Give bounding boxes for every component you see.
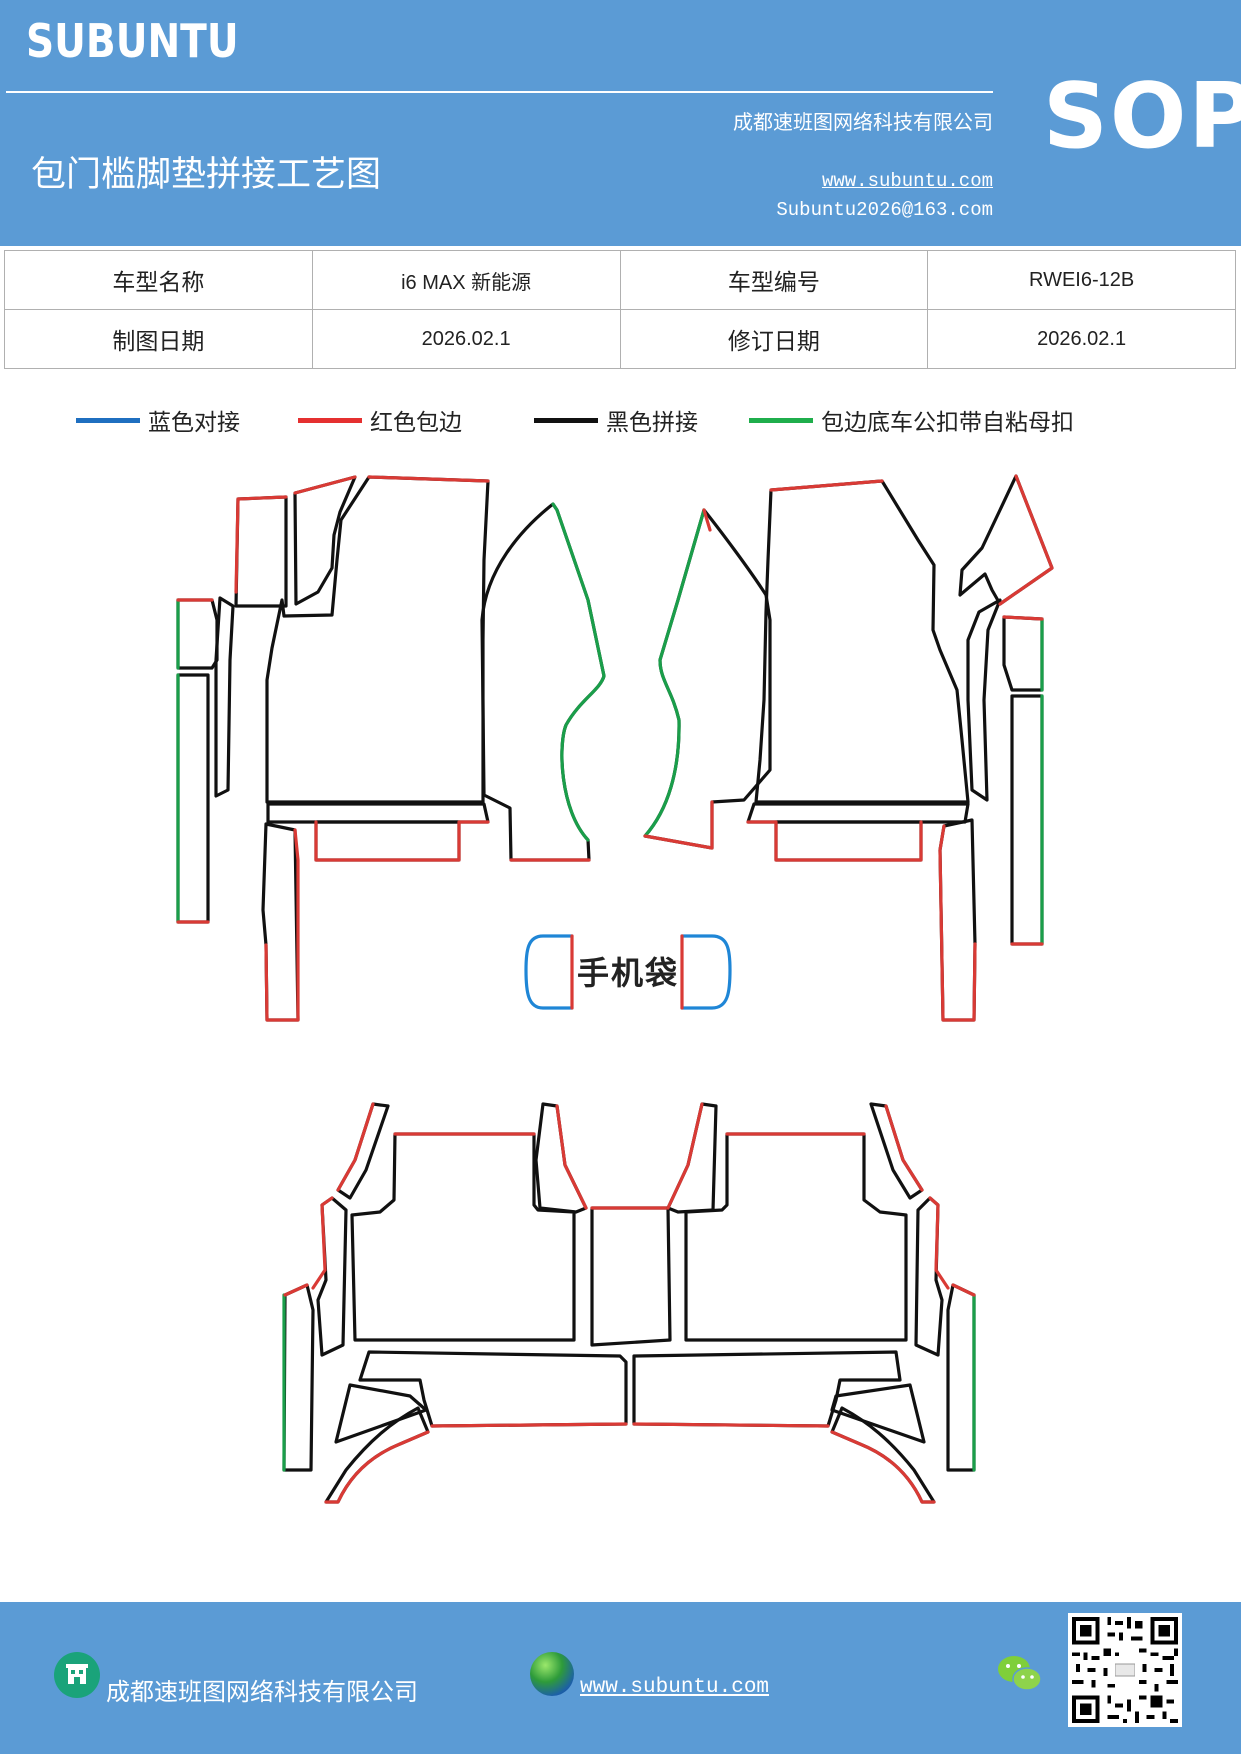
front-left-lower-step — [314, 820, 490, 862]
qr-code — [1068, 1613, 1182, 1727]
front-right-lower-strip — [938, 818, 977, 1022]
front-right-lower-step — [746, 820, 923, 862]
rear-right-side-strip — [946, 1283, 976, 1472]
rear-right-sill — [632, 1350, 902, 1428]
rear-left-wedge-upper — [334, 1383, 428, 1444]
front-left-lower-strip — [261, 822, 300, 1022]
model-name-label: 车型名称 — [4, 250, 313, 310]
legend-swatch-blue — [76, 417, 140, 423]
wechat-icon[interactable] — [996, 1652, 1044, 1696]
legend-label: 蓝色对接 — [148, 410, 240, 436]
rear-left-side-block — [311, 1196, 348, 1357]
page-title: 包门槛脚垫拼接工艺图 — [31, 155, 382, 195]
front-left-side-strip-upper — [176, 598, 219, 670]
table-row: 车型名称 i6 MAX 新能源 车型编号 RWEI6-12B — [4, 250, 1236, 310]
rear-right-wedge-lower — [830, 1406, 936, 1504]
front-left-main-mat — [265, 475, 490, 804]
front-right-side-strip-long — [1010, 694, 1044, 946]
front-right-sill-strip — [746, 802, 970, 824]
front-right-side-strip-upper — [1002, 615, 1044, 692]
header-website-link[interactable]: www.subuntu.com — [821, 170, 993, 192]
rear-left-wedge-lower — [324, 1406, 430, 1504]
phone-bag-label: 手机袋 — [577, 954, 679, 992]
legend-item-black: 黑色拼接 — [534, 400, 698, 440]
rear-right-wedge-upper — [830, 1383, 926, 1444]
front-left-inner-strip — [214, 596, 235, 798]
mat-splicing-diagram: 手机袋 — [176, 474, 1054, 1504]
page-header: SUBUNTU 包门槛脚垫拼接工艺图 成都速班图网络科技有限公司 www.sub… — [0, 0, 1241, 246]
brand-logo: SUBUNTU — [26, 14, 239, 68]
header-divider — [6, 91, 993, 93]
draw-date-value: 2026.02.1 — [311, 309, 621, 369]
legend-swatch-green — [749, 417, 813, 423]
phone-bag-left — [524, 934, 574, 1010]
table-row: 制图日期 2026.02.1 修订日期 2026.02.1 — [4, 309, 1236, 369]
front-left-console-piece — [480, 502, 606, 862]
rear-right-main-mat — [684, 1132, 908, 1342]
phone-bag-right — [680, 934, 732, 1010]
footer-website-link[interactable]: www.subuntu.com — [580, 1676, 770, 1699]
rear-center-tunnel — [590, 1206, 672, 1347]
header-company: 成都速班图网络科技有限公司 — [733, 110, 993, 134]
front-left-top-block — [234, 495, 288, 608]
legend-swatch-black — [534, 417, 598, 423]
revise-date-label: 修订日期 — [619, 309, 929, 369]
model-code-value: RWEI6-12B — [927, 250, 1236, 310]
front-right-thin-strip — [966, 598, 1002, 802]
header-email[interactable]: Subuntu2026@163.com — [776, 199, 993, 221]
legend-item-green: 包边底车公扣带自粘母扣 — [749, 400, 1074, 440]
legend-item-blue: 蓝色对接 — [76, 400, 240, 440]
front-right-main-mat — [754, 479, 970, 804]
legend-item-red: 红色包边 — [298, 400, 462, 440]
info-table: 车型名称 i6 MAX 新能源 车型编号 RWEI6-12B 制图日期 2026… — [4, 250, 1236, 369]
legend-label: 包边底车公扣带自粘母扣 — [821, 410, 1074, 436]
rear-left-inner-slant — [534, 1102, 588, 1214]
front-right-upper-blade — [958, 474, 1054, 606]
front-left-side-strip-long — [176, 673, 210, 924]
rear-right-top-slant — [869, 1102, 924, 1200]
rear-left-main-mat — [350, 1132, 576, 1342]
legend-label: 黑色拼接 — [606, 410, 698, 436]
rear-left-side-strip — [282, 1283, 315, 1472]
draw-date-label: 制图日期 — [4, 309, 313, 369]
model-name-value: i6 MAX 新能源 — [311, 250, 621, 310]
front-left-slant-piece — [293, 475, 357, 606]
building-icon — [54, 1652, 100, 1698]
legend-swatch-red — [298, 417, 362, 423]
footer-company: 成都速班图网络科技有限公司 — [106, 1678, 418, 1706]
globe-icon — [530, 1652, 574, 1696]
revise-date-value: 2026.02.1 — [927, 309, 1236, 369]
legend-label: 红色包边 — [370, 410, 462, 436]
front-left-sill-strip — [266, 802, 490, 824]
sop-badge: SOP — [1043, 64, 1241, 169]
model-code-label: 车型编号 — [619, 250, 929, 310]
rear-right-inner-slant — [666, 1102, 718, 1214]
rear-left-top-slant — [336, 1102, 390, 1200]
front-right-console-piece — [643, 508, 772, 850]
rear-right-side-block — [914, 1196, 950, 1357]
rear-left-sill — [358, 1350, 628, 1428]
